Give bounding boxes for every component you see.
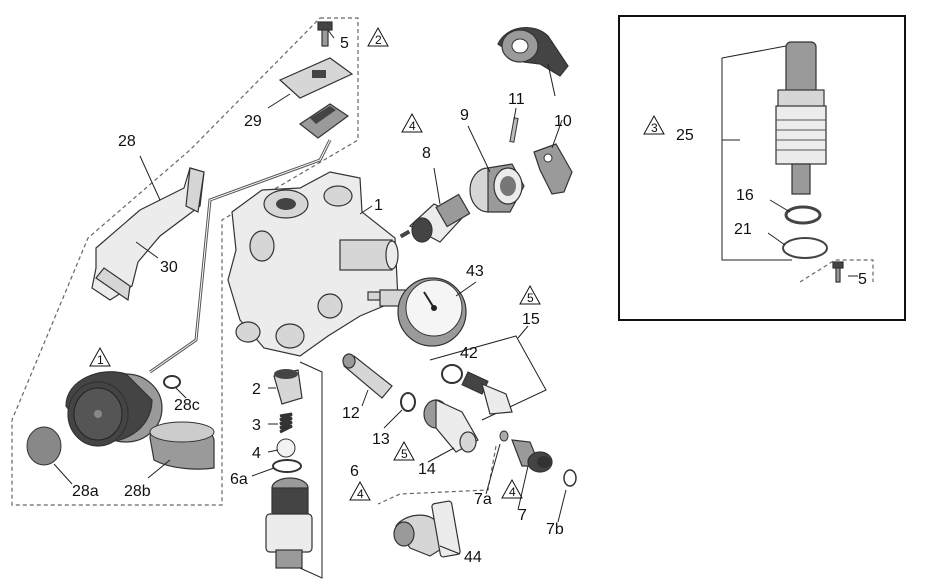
note-2-triangle: 2 bbox=[367, 26, 389, 47]
label-12: 12 bbox=[342, 405, 360, 422]
label-28a: 28a bbox=[72, 483, 99, 500]
label-7a: 7a bbox=[474, 491, 492, 508]
svg-text:5: 5 bbox=[401, 447, 408, 461]
label-4: 4 bbox=[252, 445, 261, 462]
label-28: 28 bbox=[118, 133, 136, 150]
fitting-8 bbox=[399, 193, 471, 243]
svg-text:4: 4 bbox=[357, 487, 364, 501]
label-2: 2 bbox=[252, 381, 261, 398]
o-ring-7b bbox=[563, 469, 577, 487]
label-7: 7 bbox=[518, 507, 527, 524]
lever-10 bbox=[497, 27, 569, 77]
label-9: 9 bbox=[460, 107, 469, 124]
label-28c: 28c bbox=[174, 397, 200, 414]
screw-5-inset bbox=[832, 261, 844, 283]
clip-30 bbox=[91, 167, 205, 302]
screw-5-top bbox=[317, 21, 333, 47]
note-5-triangle-a: 5 bbox=[519, 284, 541, 305]
note-4-triangle-c: 4 bbox=[501, 478, 523, 499]
note-4-triangle-b: 4 bbox=[349, 480, 371, 501]
washer-7a bbox=[499, 430, 509, 442]
label-8: 8 bbox=[422, 145, 431, 162]
inset-box bbox=[618, 15, 906, 321]
label-3: 3 bbox=[252, 417, 261, 434]
svg-text:4: 4 bbox=[509, 485, 516, 499]
label-43: 43 bbox=[466, 263, 484, 280]
label-28b: 28b bbox=[124, 483, 151, 500]
svg-text:1: 1 bbox=[97, 353, 104, 367]
gauge-43 bbox=[379, 277, 467, 347]
note-4-triangle-a: 4 bbox=[401, 112, 423, 133]
note-1-triangle: 1 bbox=[89, 346, 111, 367]
label-10: 10 bbox=[554, 113, 572, 130]
valve-6 bbox=[265, 477, 313, 569]
knob-28 bbox=[65, 371, 163, 447]
label-29: 29 bbox=[244, 113, 262, 130]
label-30: 30 bbox=[160, 259, 178, 276]
label-6: 6 bbox=[350, 463, 359, 480]
fitting-15 bbox=[461, 371, 513, 415]
o-ring-16 bbox=[784, 205, 822, 225]
ball-4 bbox=[276, 438, 296, 458]
label-6a: 6a bbox=[230, 471, 248, 488]
cam-10 bbox=[533, 143, 573, 195]
label-15: 15 bbox=[522, 311, 540, 328]
label-14: 14 bbox=[418, 461, 436, 478]
switch-block bbox=[298, 103, 350, 139]
note-3-triangle: 3 bbox=[643, 114, 665, 135]
nut-9 bbox=[469, 163, 525, 213]
fitting-14 bbox=[423, 399, 479, 453]
cap-28a bbox=[26, 426, 62, 466]
spring-3 bbox=[279, 412, 293, 434]
valve-body-1 bbox=[227, 171, 399, 357]
label-11: 11 bbox=[508, 91, 525, 108]
label-1: 1 bbox=[374, 197, 383, 214]
cap-2 bbox=[273, 369, 303, 405]
o-ring-13 bbox=[400, 392, 416, 412]
svg-text:3: 3 bbox=[651, 121, 658, 135]
label-7b: 7b bbox=[546, 521, 564, 538]
svg-text:5: 5 bbox=[527, 291, 534, 305]
label-16: 16 bbox=[736, 187, 754, 204]
assembly-28-boundary bbox=[11, 17, 359, 506]
filter-12 bbox=[342, 353, 393, 399]
label-25: 25 bbox=[676, 127, 694, 144]
label-44: 44 bbox=[464, 549, 482, 566]
label-5-top: 5 bbox=[340, 35, 349, 52]
cartridge-25 bbox=[775, 41, 827, 195]
pin-11 bbox=[509, 117, 519, 143]
svg-text:4: 4 bbox=[409, 119, 416, 133]
elbow-44-link bbox=[377, 445, 497, 505]
label-21: 21 bbox=[734, 221, 752, 238]
o-ring-28c bbox=[163, 375, 181, 389]
o-ring-6a bbox=[272, 459, 302, 473]
fitting-7 bbox=[511, 439, 553, 473]
label-42: 42 bbox=[460, 345, 478, 362]
note-5-triangle-b: 5 bbox=[393, 440, 415, 461]
label-13: 13 bbox=[372, 431, 390, 448]
label-5-inset: 5 bbox=[858, 271, 867, 288]
bracket-15 bbox=[429, 335, 547, 421]
sleeve-28b bbox=[149, 421, 215, 470]
elbow-44 bbox=[393, 500, 461, 558]
o-ring-21 bbox=[782, 237, 828, 259]
bracket-29 bbox=[278, 57, 354, 99]
o-ring-42 bbox=[441, 364, 463, 384]
svg-text:2: 2 bbox=[375, 33, 382, 47]
